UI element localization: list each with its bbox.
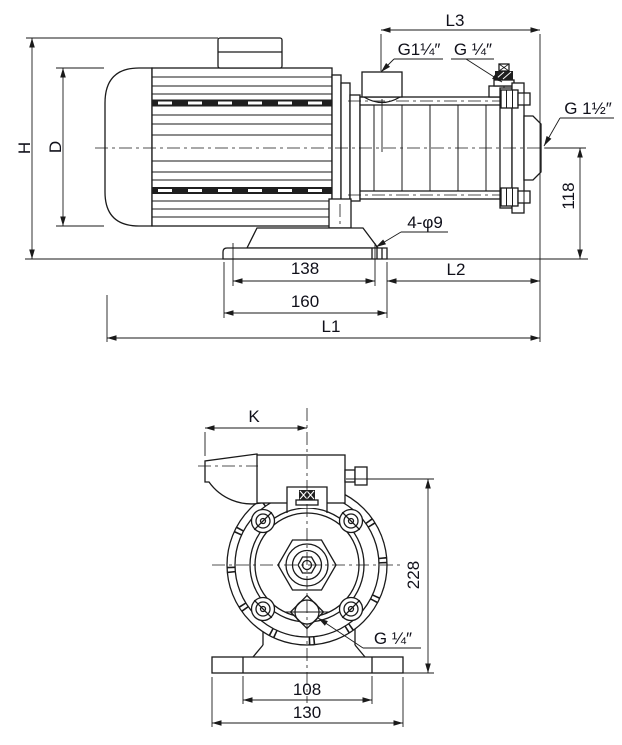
dim-label-108: 108 [293, 680, 321, 699]
terminal-box [217, 37, 283, 69]
side-port-front [344, 466, 368, 486]
front-leader-lines [317, 617, 421, 649]
label-bolt-holes: 4-φ9 [407, 213, 443, 232]
pump-foot [222, 198, 388, 260]
foot-plate [222, 247, 388, 260]
leader-lines [375, 58, 614, 248]
front-view-dimensions: K 228 G ¼″ 108 130 [204, 407, 434, 727]
suction-pipe-end [204, 453, 262, 505]
dim-label-L2: L2 [447, 260, 466, 279]
dim-label-228: 228 [404, 561, 423, 589]
dim-label-D: D [46, 141, 65, 153]
screw [250, 596, 276, 622]
dim-label-160: 160 [291, 292, 319, 311]
side-view-dimensions: H D L3 G1¼″ G ¼″ G 1½″ 118 4-φ9 138 L2 1… [15, 11, 614, 342]
suction-port [361, 71, 403, 152]
pump-head-body [256, 454, 368, 513]
motor-fins [152, 76, 332, 218]
dim-label-L1: L1 [322, 317, 341, 336]
side-view: H D L3 G1¼″ G ¼″ G 1½″ 118 4-φ9 138 L2 1… [15, 11, 614, 342]
dim-label-138: 138 [291, 259, 319, 278]
tie-rod-nuts [500, 89, 531, 207]
screw [338, 596, 364, 622]
dim-label-K: K [248, 407, 260, 426]
screw [338, 508, 364, 534]
port-label-discharge: G 1½″ [564, 99, 612, 118]
dim-label-L3: L3 [446, 11, 465, 30]
flange-screws [250, 508, 364, 622]
motor-body [151, 67, 333, 227]
port-label-vent: G ¼″ [454, 40, 492, 59]
dim-label-118: 118 [559, 182, 578, 209]
motor-end-cap [104, 67, 153, 227]
dim-label-130: 130 [293, 703, 321, 722]
front-view: K 228 G ¼″ 108 130 [198, 407, 434, 727]
port-label-drain: G ¼″ [374, 629, 412, 648]
front-foot [211, 629, 404, 674]
port-label-suction: G1¼″ [398, 40, 441, 59]
motor-tie-rod-bands [152, 99, 332, 194]
dim-label-H: H [15, 142, 34, 154]
front-foot-plate [211, 656, 404, 674]
screw [250, 508, 276, 534]
motor [104, 37, 333, 227]
pedestal [245, 227, 380, 249]
